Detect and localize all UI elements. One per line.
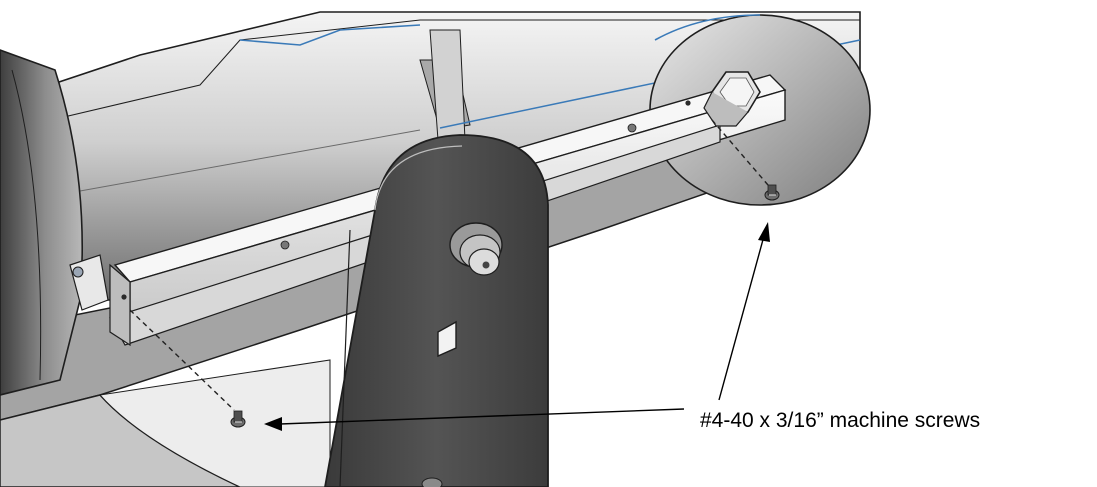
hex-bolt	[703, 71, 761, 127]
screw-right	[764, 184, 780, 201]
callout-label: #4-40 x 3/16” machine screws	[700, 409, 981, 432]
leader-arrow-left	[264, 408, 685, 431]
pivot-arm	[324, 134, 549, 487]
insertion-path-left	[129, 309, 235, 411]
screw-left	[230, 410, 246, 428]
leader-arrow-right	[718, 222, 770, 401]
